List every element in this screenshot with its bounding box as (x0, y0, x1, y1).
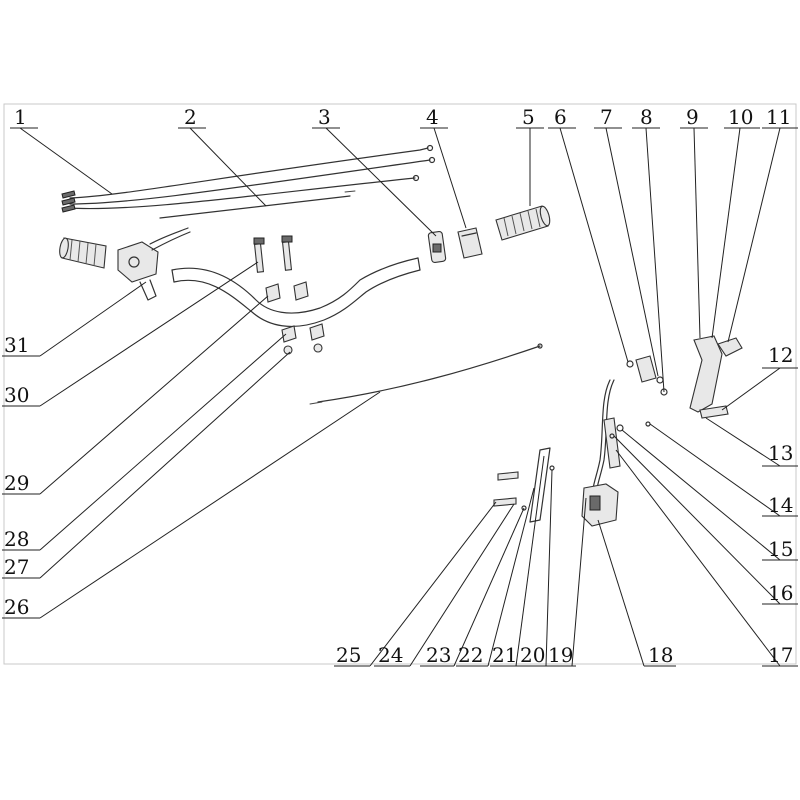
callout-17: 17 (768, 643, 793, 667)
callout-1: 1 (14, 105, 27, 129)
callout-6: 6 (554, 105, 567, 129)
callout-18: 18 (648, 643, 673, 667)
callout-11: 11 (766, 105, 791, 129)
long-cable (309, 343, 543, 405)
callout-13: 13 (768, 441, 793, 465)
callout-labels: 1 2 3 4 5 6 7 8 9 10 11 12 13 14 15 16 1… (4, 105, 793, 667)
throttle-cables (61, 144, 436, 213)
callout-19: 19 (548, 643, 573, 667)
callout-14: 14 (768, 493, 793, 517)
callout-30: 30 (4, 383, 29, 407)
callout-8: 8 (640, 105, 653, 129)
callout-7: 7 (600, 105, 613, 129)
right-grip (495, 205, 551, 241)
callout-23: 23 (426, 643, 451, 667)
callout-31: 31 (4, 333, 29, 357)
callout-9: 9 (686, 105, 699, 129)
callout-25: 25 (336, 643, 361, 667)
callout-20: 20 (520, 643, 545, 667)
callout-4: 4 (426, 105, 439, 129)
callout-5: 5 (522, 105, 535, 129)
callout-29: 29 (4, 471, 29, 495)
callout-16: 16 (768, 581, 793, 605)
throttle-housing (457, 227, 483, 259)
leader-lines (2, 127, 798, 667)
callout-12: 12 (768, 343, 793, 367)
callout-24: 24 (378, 643, 403, 667)
choke-cable (159, 190, 356, 219)
left-lever-assembly (117, 227, 191, 301)
callout-26: 26 (4, 595, 29, 619)
switch-block (427, 231, 447, 263)
left-grip (59, 237, 107, 269)
diagram-frame (3, 103, 797, 665)
clamp-bolts (253, 235, 293, 273)
callout-27: 27 (4, 555, 29, 579)
lower-clamps (281, 323, 325, 355)
callout-10: 10 (728, 105, 753, 129)
callout-22: 22 (458, 643, 483, 667)
callout-21: 21 (492, 643, 517, 667)
bar-clamps-top (265, 281, 309, 303)
callout-28: 28 (4, 527, 29, 551)
brake-pedal-assembly (493, 335, 743, 527)
callout-2: 2 (184, 105, 197, 129)
callout-3: 3 (318, 105, 331, 129)
callout-15: 15 (768, 537, 793, 561)
